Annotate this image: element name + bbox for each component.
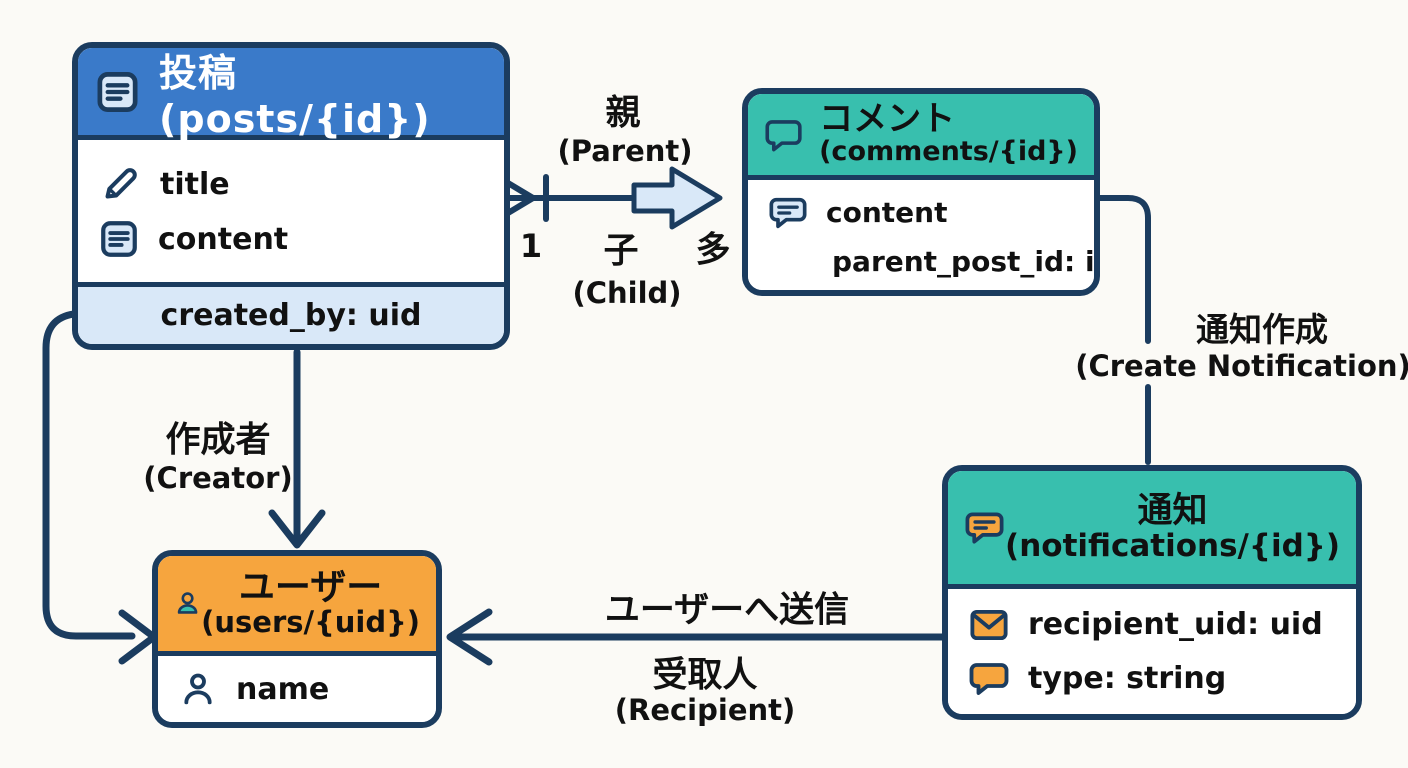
- field-label: content: [158, 221, 289, 257]
- block-arrow-icon: [631, 166, 723, 230]
- envelope-icon: [968, 604, 1010, 646]
- relation-post-comment-line: [500, 174, 637, 222]
- notifications-body: recipient_uid: uid type: string: [948, 589, 1356, 714]
- speech-bubble-icon: [965, 511, 1004, 544]
- posts-title: 投稿 (posts/{id}): [159, 51, 431, 141]
- posts-header: 投稿 (posts/{id}): [78, 48, 504, 141]
- field-label: name: [236, 671, 330, 707]
- entity-posts: 投稿 (posts/{id}) title: [72, 42, 510, 350]
- label-cardinality-many: 多: [695, 230, 731, 271]
- field-row-content: content: [78, 212, 504, 266]
- relation-createdby-user-line: [42, 310, 158, 665]
- speech-bubble-icon: [765, 119, 802, 151]
- field-row-name: name: [158, 663, 436, 715]
- notifications-header: 通知 (notifications/{id}): [948, 471, 1356, 589]
- speech-bubble-icon: [968, 658, 1010, 700]
- person-icon: [177, 591, 198, 614]
- posts-footer-createdby: created_by: uid: [78, 282, 504, 344]
- entity-notifications: 通知 (notifications/{id}) recipient_uid: u…: [942, 465, 1362, 720]
- document-icon: [97, 71, 138, 112]
- label-create-notification-jp: 通知作成: [1196, 310, 1328, 349]
- field-row-parent-post-id: parent_post_id: id: [748, 239, 1094, 284]
- field-row-type: type: string: [948, 652, 1356, 706]
- label-child-en: (Child): [572, 276, 682, 310]
- users-header: ユーザー (users/{uid}): [158, 556, 436, 656]
- comments-title: コメント: [819, 99, 956, 140]
- label-creator-jp: 作成者: [165, 420, 271, 461]
- label-parent-en: (Parent): [557, 134, 693, 168]
- entity-comments: コメント (comments/{id}) content parent_post…: [742, 88, 1100, 296]
- field-label: recipient_uid: uid: [1028, 607, 1323, 642]
- label-recipient-jp: 受取人: [652, 655, 758, 696]
- label-recipient-en: (Recipient): [614, 693, 796, 727]
- label-cardinality-one: 1: [519, 227, 543, 265]
- label-send-to-user-jp: ユーザーへ送信: [604, 590, 850, 631]
- field-label: title: [160, 166, 230, 202]
- comments-body: content parent_post_id: id: [748, 180, 1094, 290]
- field-row-title: title: [78, 156, 504, 212]
- comments-header: コメント (comments/{id}): [748, 94, 1094, 180]
- label-creator-en: (Creator): [143, 461, 293, 495]
- field-label: content: [826, 196, 948, 229]
- field-label: parent_post_id: id: [832, 244, 1100, 278]
- label-child-jp: 子: [603, 231, 639, 272]
- label-parent-jp: 親: [605, 93, 641, 134]
- document-icon: [98, 218, 140, 260]
- users-body: name: [158, 656, 436, 722]
- person-outline-icon: [178, 669, 218, 709]
- comments-path: (comments/{id}): [819, 136, 1078, 168]
- users-path: (users/{uid}): [201, 605, 420, 640]
- field-label: type: string: [1028, 661, 1227, 696]
- relation-notification-user-line: [446, 608, 949, 666]
- relation-comment-notification-line: [1092, 195, 1151, 465]
- field-row-content: content: [748, 187, 1094, 239]
- posts-body: title content: [78, 140, 504, 282]
- field-row-recipient-uid: recipient_uid: uid: [948, 598, 1356, 652]
- pencil-icon: [98, 162, 142, 206]
- users-title: ユーザー: [238, 567, 383, 609]
- relation-post-user-line: [268, 348, 326, 549]
- notifications-path: (notifications/{id}): [1005, 527, 1340, 564]
- entity-users: ユーザー (users/{uid}) name: [152, 550, 442, 728]
- notifications-title: 通知: [1137, 490, 1208, 531]
- label-create-notification-en: (Create Notification): [1075, 349, 1408, 383]
- speech-bubble-icon: [768, 193, 808, 233]
